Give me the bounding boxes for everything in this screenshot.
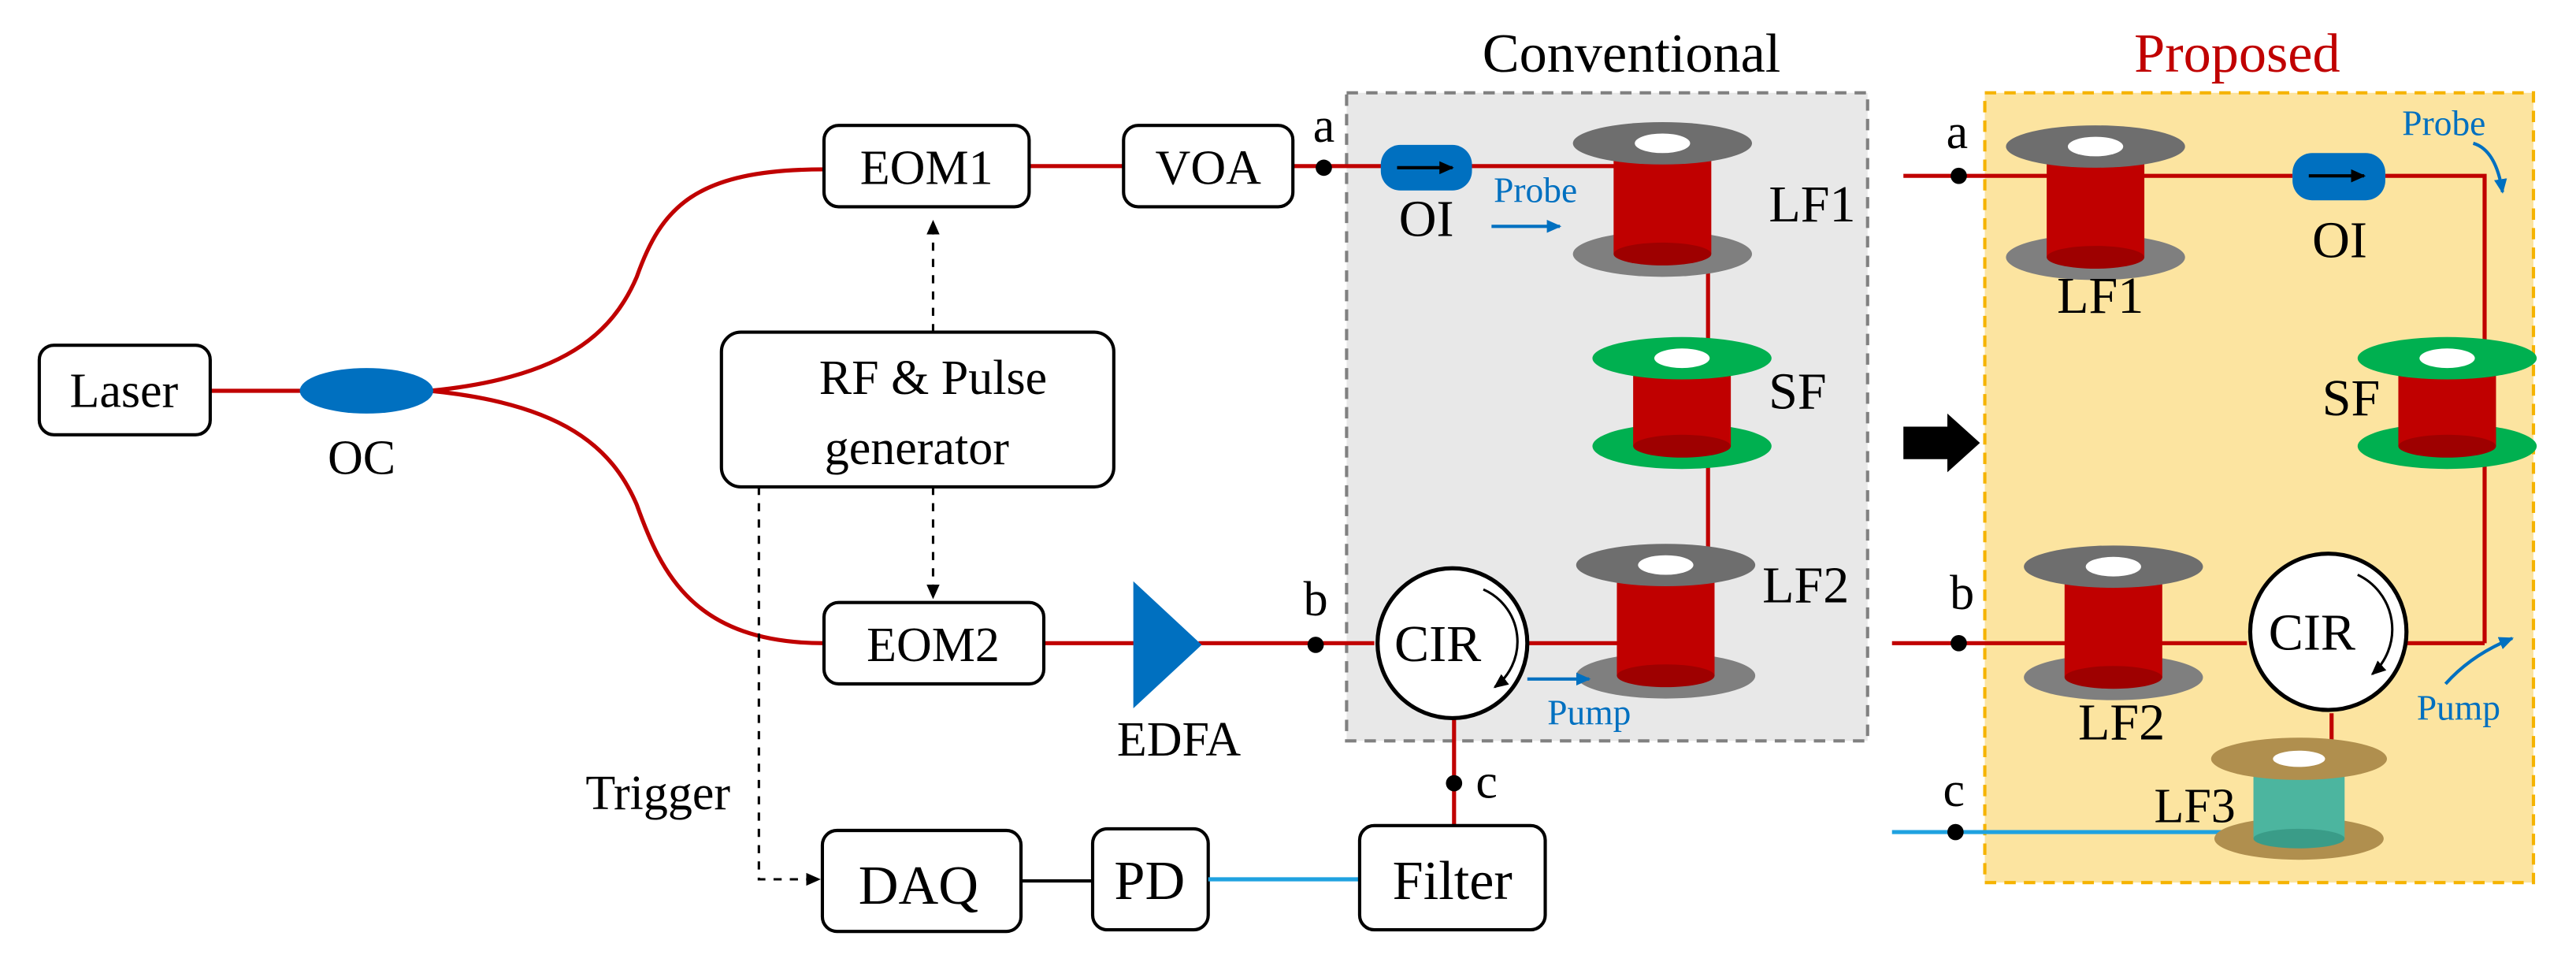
conv-sf-label: SF [1769,363,1827,421]
edfa-amplifier [1133,581,1202,708]
generator-label: generator [825,422,1009,475]
laser-box [37,344,212,436]
port-b-label: b [1304,573,1328,626]
voa-label: VOA [1156,142,1262,195]
edfa-label: EDFA [1117,713,1242,767]
conv-lf2-label: LF2 [1762,557,1849,615]
conv-oi-label: OI [1399,191,1454,248]
prop-port-b-label: b [1950,567,1974,620]
prop-probe-label: Probe [2402,103,2485,143]
prop-sf-label: SF [2322,370,2381,427]
fiber-lines [210,164,1457,827]
prop-port-c-dot [1947,823,1964,841]
voa-box [1122,124,1295,209]
prop-lf1-label: LF1 [2057,267,2144,325]
rf-pulse-generator-box [719,330,1115,489]
transition-arrow [1903,413,1980,473]
conv-probe-label: Probe [1494,169,1577,210]
prop-circulator-arrow [2357,574,2394,675]
rf-pulse-label: RF & Pulse [819,351,1047,405]
prop-port-a-dot [1951,167,1967,184]
prop-oi-label: OI [2312,212,2367,269]
conv-circulator [1375,566,1530,720]
proposed-heading: Proposed [2134,23,2340,84]
conventional-heading: Conventional [1483,23,1781,84]
port-a-dot [1316,159,1332,176]
control-lines [757,220,940,886]
filter-box [1357,823,1547,932]
prop-port-b-dot [1951,635,1967,652]
prop-probe-arrow [2472,141,2507,194]
prop-circulator [2248,552,2409,712]
prop-pump-arrow [2444,637,2515,685]
prop-port-a-label: a [1947,106,1969,159]
port-b-dot [1307,637,1324,653]
filter-label: Filter [1393,850,1513,912]
prop-port-c-label: c [1943,763,1965,817]
port-a-label: a [1313,99,1335,153]
eom2-box [822,600,1046,686]
trigger-label: Trigger [585,767,730,820]
eom2-label: EOM2 [867,619,1000,672]
prop-lf2-label: LF2 [2078,693,2165,751]
conv-circulator-arrow [1483,588,1519,689]
port-c-dot [1446,775,1463,792]
prop-cir-label: CIR [2269,604,2356,662]
laser-label: Laser [69,365,178,418]
daq-label: DAQ [859,855,978,916]
prop-pump-label: Pump [2417,687,2500,727]
prop-lf3-spool [2210,737,2387,860]
conv-pump-label: Pump [1547,693,1631,733]
conv-cir-label: CIR [1394,615,1482,673]
port-c-label: c [1475,756,1498,809]
prop-lf3-label: LF3 [2154,780,2235,834]
conv-lf1-label: LF1 [1769,176,1855,233]
eom1-label: EOM1 [860,142,993,195]
pd-label: PD [1114,850,1185,912]
eom1-box [822,124,1031,209]
oc-label: OC [328,431,395,485]
optical-coupler [299,368,433,414]
